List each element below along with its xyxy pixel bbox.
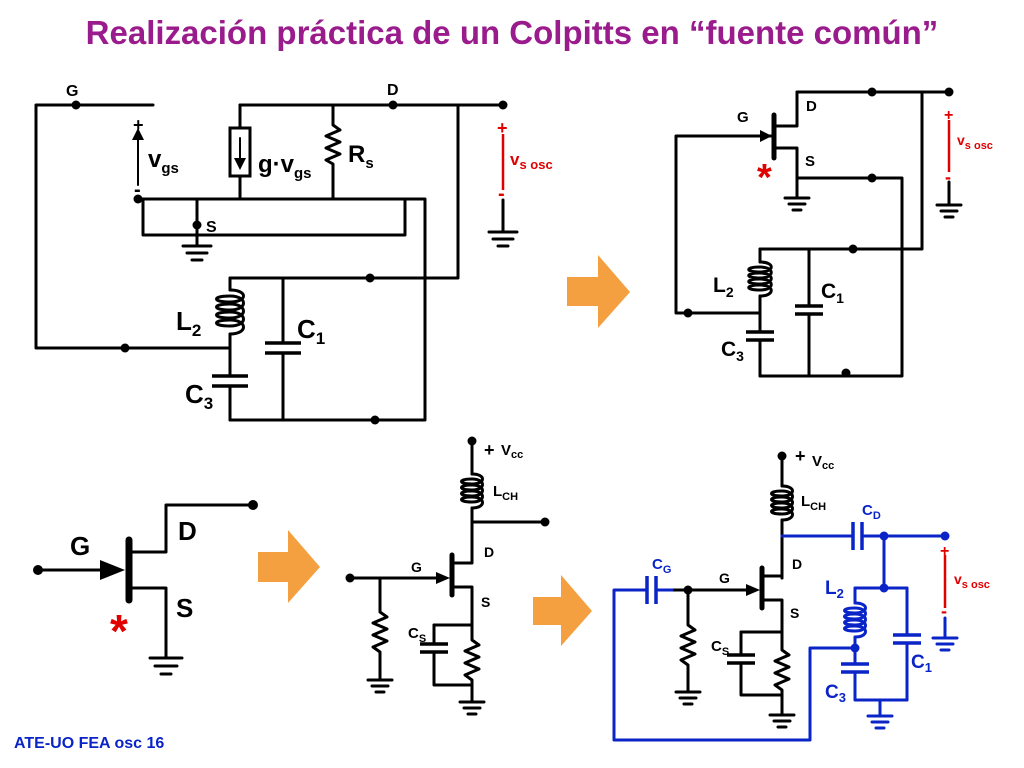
cs-label-5: CS xyxy=(711,638,729,658)
jfet-redrawn-labels: G D S * + - vs osc L2 C1 C3 xyxy=(713,98,993,364)
vs-plus-2: + xyxy=(944,107,953,124)
vcc-label-4: Vcc xyxy=(501,442,523,461)
label-s-4: S xyxy=(481,594,490,610)
final-colpitts-circuit xyxy=(612,451,959,742)
vs-osc-label-5: vs osc xyxy=(954,571,990,591)
label-g-4: G xyxy=(411,559,422,575)
label-s-2: S xyxy=(805,153,815,170)
lch-label-5: LCH xyxy=(801,493,826,513)
l2-label-5: L2 xyxy=(825,578,844,601)
label-d-3: D xyxy=(178,516,197,546)
label-d-5: D xyxy=(792,556,802,572)
c3-label: C3 xyxy=(185,379,213,413)
cs-label-4: CS xyxy=(408,625,426,645)
label-s-3: S xyxy=(176,593,193,623)
c3-label-5: C3 xyxy=(825,682,846,705)
equivalent-circuit-labels: G D S + - vgs g·vgs Rs + - vs osc L2 C1 … xyxy=(66,82,553,413)
biased-jfet-circuit xyxy=(345,436,550,716)
cg-label: CG xyxy=(652,556,671,576)
arrow-right-3 xyxy=(533,575,592,646)
vcc-plus-5: + xyxy=(795,446,806,466)
biased-jfet-labels: + Vcc LCH G D S CS xyxy=(408,440,523,645)
label-g-5: G xyxy=(719,570,730,586)
label-g-2: G xyxy=(737,109,749,126)
final-colpitts-labels: + Vcc LCH G D S CS CG CD L2 C1 C3 + - vs… xyxy=(652,446,990,705)
vgs-plus: + xyxy=(133,115,144,135)
label-s: S xyxy=(206,219,217,236)
label-d-2: D xyxy=(806,98,817,115)
equivalent-circuit xyxy=(34,100,519,425)
gm-vgs-label: g·vgs xyxy=(258,151,312,182)
arrow-right-2 xyxy=(258,530,320,603)
page-title: Realización práctica de un Colpitts en “… xyxy=(85,14,939,51)
vgs-minus: - xyxy=(134,179,141,201)
jfet-symbol-labels: G D S * xyxy=(70,516,197,657)
cd-label: CD xyxy=(862,502,881,522)
l2-label: L2 xyxy=(176,306,201,340)
vs-plus-5: + xyxy=(940,543,949,560)
label-s-5: S xyxy=(790,605,799,621)
star-marker-2: * xyxy=(757,157,772,199)
vs-minus-2: - xyxy=(945,167,951,187)
l2-label-2: L2 xyxy=(713,274,734,300)
arrow-right-1 xyxy=(567,255,630,328)
vs-osc-label: vs osc xyxy=(510,150,553,172)
vs-plus: + xyxy=(497,118,508,138)
footer-label: ATE-UO FEA osc 16 xyxy=(14,735,165,752)
vcc-label-5: Vcc xyxy=(812,453,834,472)
vs-minus-5: - xyxy=(941,601,947,621)
c1-label: C1 xyxy=(297,314,325,348)
label-d: D xyxy=(387,82,399,99)
c1-label-2: C1 xyxy=(821,280,844,306)
lch-label-4: LCH xyxy=(493,483,518,503)
rs-label: Rs xyxy=(348,141,374,172)
label-g-3: G xyxy=(70,531,90,561)
vs-osc-label-2: vs osc xyxy=(957,132,993,152)
vs-minus: - xyxy=(498,183,505,205)
vgs-label: vgs xyxy=(148,146,179,177)
c1-label-5: C1 xyxy=(911,652,932,675)
star-marker-3: * xyxy=(110,605,128,657)
label-d-4: D xyxy=(484,544,494,560)
jfet-redrawn-circuit xyxy=(674,87,963,378)
jfet-symbol xyxy=(33,500,258,676)
c3-label-2: C3 xyxy=(721,338,744,364)
vcc-plus-4: + xyxy=(484,440,495,460)
label-g: G xyxy=(66,83,78,100)
